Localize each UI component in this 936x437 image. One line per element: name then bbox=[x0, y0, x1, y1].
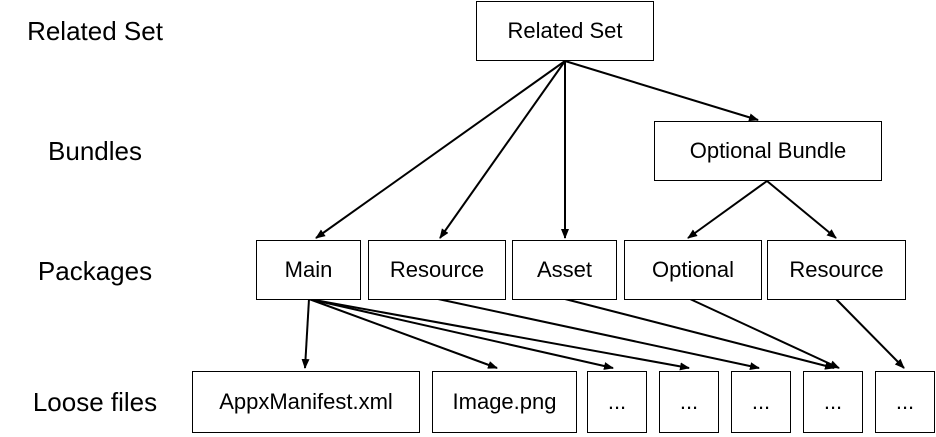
node-file-more-3: ... bbox=[731, 371, 791, 433]
node-file-more-4: ... bbox=[803, 371, 863, 433]
node-file-image: Image.png bbox=[432, 371, 577, 433]
edge-asset-more-4 bbox=[564, 298, 835, 370]
edge-main-manifest bbox=[301, 298, 310, 369]
edge-relatedset-main bbox=[315, 60, 566, 239]
edge-optbundle-optional bbox=[687, 180, 768, 239]
node-file-more-2: ... bbox=[659, 371, 719, 433]
edge-main-more-2 bbox=[308, 298, 690, 371]
node-package-resource-optional: Resource bbox=[767, 240, 906, 300]
edge-resource-more-3 bbox=[437, 298, 760, 371]
node-package-optional: Optional bbox=[624, 240, 762, 300]
node-package-asset: Asset bbox=[512, 240, 617, 300]
row-label-packages: Packages bbox=[37, 256, 153, 286]
edge-main-image bbox=[308, 298, 498, 369]
edge-relatedset-resource bbox=[439, 60, 566, 239]
node-file-more-5: ... bbox=[875, 371, 935, 433]
node-package-resource: Resource bbox=[368, 240, 506, 300]
node-related-set: Related Set bbox=[476, 1, 654, 61]
row-label-bundles: Bundles bbox=[48, 136, 142, 166]
edge-relatedset-optional-bundle bbox=[564, 60, 759, 122]
edge-main-more-1 bbox=[308, 298, 614, 370]
edge-optbundle-resource bbox=[766, 180, 837, 239]
row-label-related-set: Related Set bbox=[27, 16, 163, 46]
edge-optional-more-4 bbox=[689, 298, 840, 369]
node-optional-bundle: Optional Bundle bbox=[654, 121, 882, 181]
node-file-appxmanifest: AppxManifest.xml bbox=[192, 371, 420, 433]
edge-resource-optional-more-5 bbox=[835, 298, 905, 369]
node-file-more-1: ... bbox=[587, 371, 647, 433]
row-label-loose-files: Loose files bbox=[32, 387, 158, 417]
node-package-main: Main bbox=[256, 240, 361, 300]
